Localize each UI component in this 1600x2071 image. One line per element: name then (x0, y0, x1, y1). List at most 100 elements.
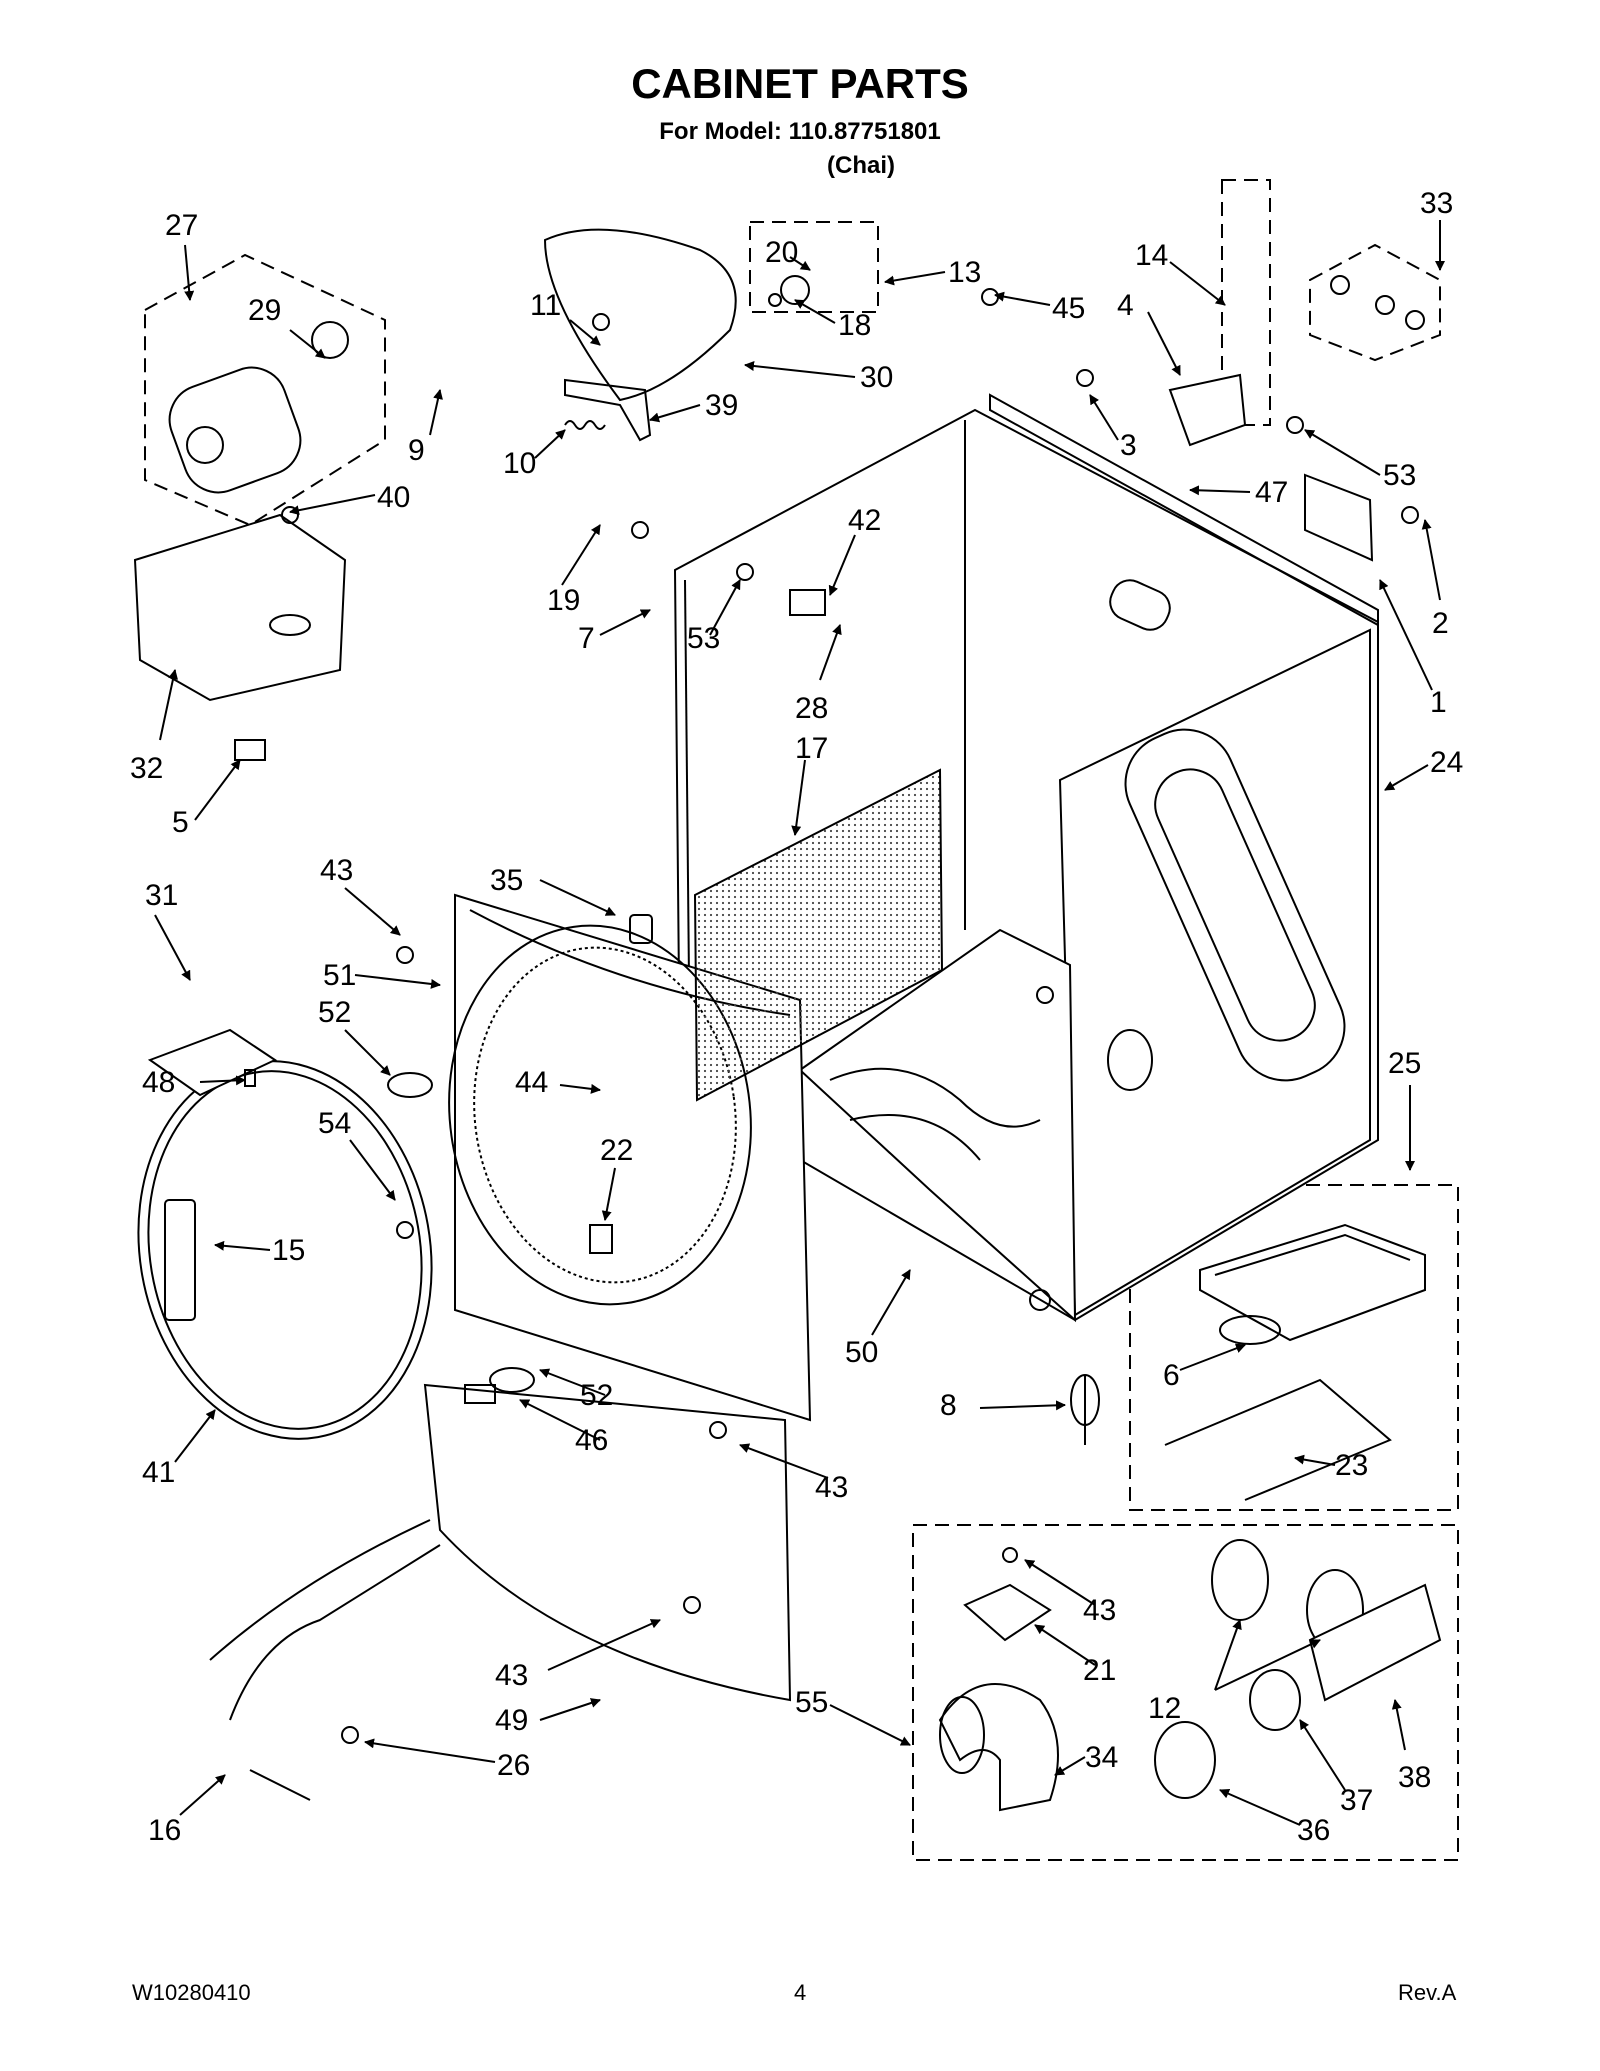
leader-arrow (1054, 1756, 1086, 1776)
leader-arrow (519, 1399, 601, 1441)
leader-arrow (1089, 394, 1119, 441)
callout-46: 46 (575, 1424, 608, 1457)
exhaust-elbow (938, 1683, 1059, 1812)
leader-arrow (547, 1619, 661, 1671)
leader-arrow (599, 609, 651, 636)
callout-7: 7 (578, 622, 595, 655)
leader-lines (154, 220, 1445, 1826)
leader-arrow (1024, 1559, 1096, 1606)
leader-arrow (819, 624, 842, 681)
drying-rack (1199, 1223, 1426, 1342)
callout-39: 39 (705, 389, 738, 422)
callout-22: 22 (600, 1134, 633, 1167)
motor (168, 321, 349, 494)
terminal-block-group-box (1221, 179, 1271, 426)
page-title: CABINET PARTS (631, 60, 969, 107)
leader-arrow (539, 879, 616, 916)
callout-33: 33 (1420, 187, 1453, 220)
callout-3: 3 (1120, 429, 1137, 462)
callout-31: 31 (145, 879, 178, 912)
model-variant: (Chai) (827, 152, 895, 179)
leader-arrow (561, 524, 601, 586)
leader-arrow (709, 579, 741, 636)
leader-arrow (179, 1774, 226, 1816)
callout-38: 38 (1398, 1761, 1431, 1794)
motor-group-box (144, 253, 386, 527)
callout-43d: 43 (495, 1659, 528, 1692)
leader-arrow (539, 1368, 606, 1396)
callout-43b: 43 (815, 1471, 848, 1504)
callout-19: 19 (547, 584, 580, 617)
callout-41: 41 (142, 1456, 175, 1489)
leader-arrow (1034, 1624, 1096, 1666)
leader-arrow (1214, 1639, 1321, 1691)
callout-44: 44 (515, 1066, 548, 1099)
callout-16: 16 (148, 1814, 181, 1847)
callout-2: 2 (1432, 607, 1449, 640)
cabinet-illustration (133, 228, 1442, 1812)
exhaust-kit-group-box (912, 1524, 1459, 1861)
toe-panel (423, 1383, 792, 1702)
leader-arrow (199, 1075, 246, 1086)
leader-arrow (744, 361, 856, 378)
callout-43a: 43 (320, 854, 353, 887)
callout-18: 18 (838, 309, 871, 342)
leader-arrow (1379, 579, 1433, 691)
document-number: W10280410 (132, 1980, 251, 2005)
callout-24: 24 (1430, 746, 1463, 779)
callout-5: 5 (172, 806, 189, 839)
leader-arrow (794, 299, 836, 324)
callout-42: 42 (848, 504, 881, 537)
callout-30: 30 (860, 361, 893, 394)
leader-arrow (1421, 519, 1441, 601)
callout-28: 28 (795, 692, 828, 725)
leader-arrow (214, 1240, 271, 1251)
callout-48: 48 (142, 1066, 175, 1099)
callout-17: 17 (795, 732, 828, 765)
callout-9: 9 (408, 434, 425, 467)
leader-arrow (154, 914, 191, 981)
leader-arrow (1219, 1789, 1301, 1826)
wire-harness (209, 1519, 441, 1801)
callout-27: 27 (165, 209, 198, 242)
lint-screen-panel (693, 768, 944, 1102)
leader-arrow (1147, 311, 1181, 376)
callout-12: 12 (1148, 1692, 1181, 1725)
leader-arrow (994, 291, 1051, 306)
leader-arrow (1294, 1454, 1336, 1466)
callout-55: 55 (795, 1686, 828, 1719)
callout-52b: 52 (580, 1379, 613, 1412)
callout-23: 23 (1335, 1449, 1368, 1482)
leader-arrow (1304, 429, 1381, 476)
callout-25: 25 (1388, 1047, 1421, 1080)
leader-arrow (344, 887, 401, 936)
leader-arrow (1391, 1699, 1406, 1751)
callout-45: 45 (1052, 292, 1085, 325)
leader-arrow (354, 974, 441, 989)
leader-arrow (601, 1167, 616, 1221)
callout-21: 21 (1083, 1654, 1116, 1687)
callout-1: 1 (1430, 686, 1447, 719)
callout-32: 32 (130, 752, 163, 785)
page-number: 4 (794, 1980, 807, 2005)
callout-26: 26 (497, 1749, 530, 1782)
callout-52a: 52 (318, 996, 351, 1029)
callout-13: 13 (948, 256, 981, 289)
dashed-group-boxes (144, 179, 1459, 1861)
leader-arrow (289, 494, 376, 516)
leader-arrow (1179, 1343, 1246, 1371)
leader-arrow (979, 1400, 1066, 1411)
leader-arrow (194, 759, 241, 821)
leader-arrow (429, 389, 443, 436)
leader-arrow (539, 1698, 601, 1721)
callout-36: 36 (1297, 1814, 1330, 1847)
callout-10: 10 (503, 447, 536, 480)
leader-arrow (184, 244, 195, 301)
leader-arrow (828, 534, 856, 596)
leader-arrow (1214, 1619, 1242, 1691)
leader-arrow (649, 404, 701, 423)
drum-opening (448, 924, 752, 1306)
leader-arrow (1384, 764, 1429, 791)
leader-arrow (791, 759, 806, 836)
